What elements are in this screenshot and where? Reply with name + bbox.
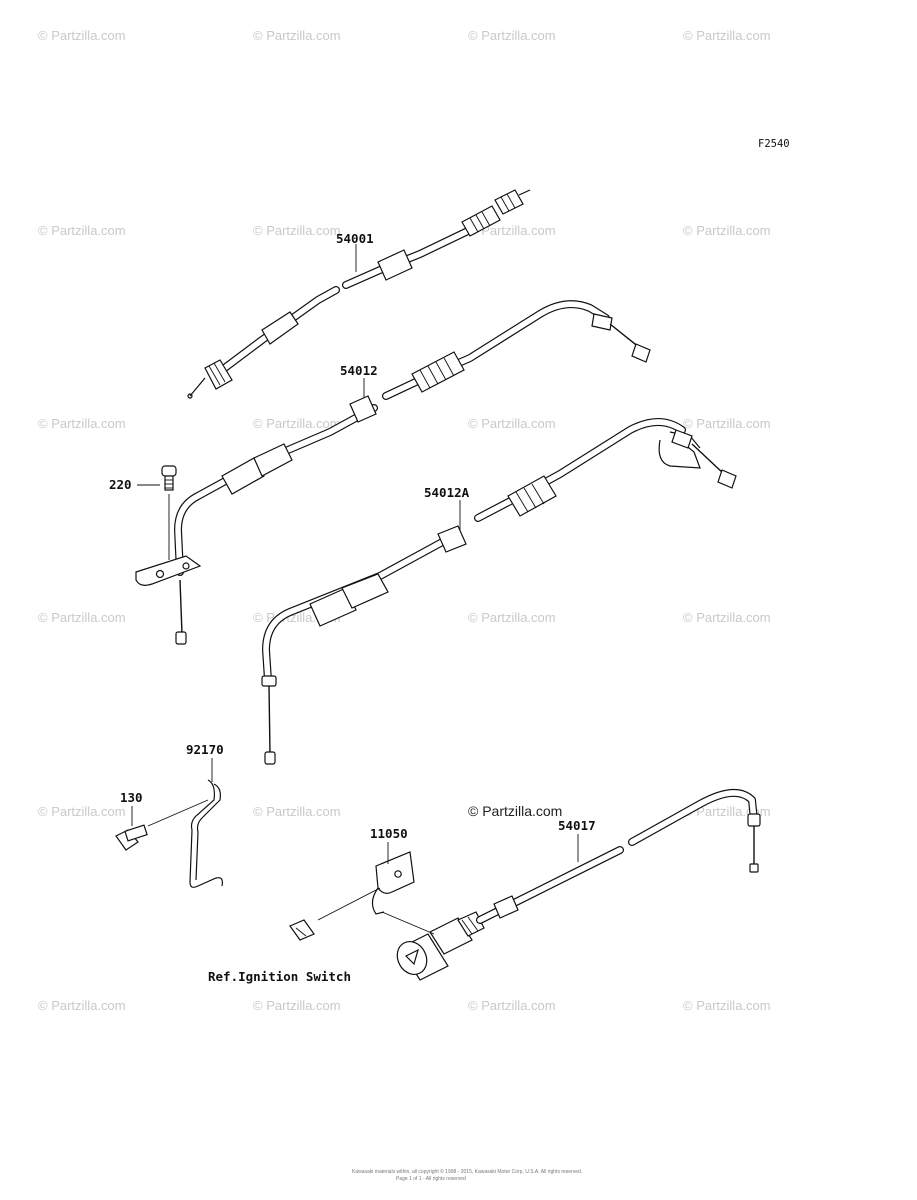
watermark-text: © Partzilla.com	[38, 998, 126, 1013]
watermark-text: © Partzilla.com	[38, 416, 126, 431]
screw-220	[137, 465, 177, 560]
bolt-130	[115, 799, 209, 851]
watermark-text: © Partzilla.com	[468, 416, 556, 431]
watermark-text: © Partzilla.com	[253, 28, 341, 43]
part-label-11050: 11050	[370, 826, 408, 841]
watermark-text: © Partzilla.com	[253, 416, 341, 431]
watermark-text: © Partzilla.com	[38, 28, 126, 43]
watermark-text: © Partzilla.com	[468, 28, 556, 43]
footer-page: Page 1 of 1 - All rights reserved	[396, 1176, 466, 1182]
reference-note: Ref.Ignition Switch	[208, 969, 351, 984]
watermark-text: © Partzilla.com	[683, 416, 771, 431]
cable-54001	[187, 189, 531, 399]
watermark-text: © Partzilla.com	[253, 223, 341, 238]
part-label-54012: 54012	[340, 363, 378, 378]
bracket-92170	[189, 758, 223, 888]
part-label-92170: 92170	[186, 742, 224, 757]
part-label-54017: 54017	[558, 818, 596, 833]
bracket-11050	[289, 842, 415, 941]
part-label-130: 130	[120, 790, 143, 805]
watermark-text: © Partzilla.com	[468, 610, 556, 625]
cable-54012	[135, 300, 651, 645]
watermark-text: © Partzilla.com	[253, 998, 341, 1013]
cable-54012A	[261, 418, 737, 765]
footer-copyright: Kawasaki materials within, all copyright…	[352, 1168, 582, 1175]
watermark-text: © Partzilla.com	[683, 610, 771, 625]
watermark-text: © Partzilla.com	[38, 804, 126, 819]
part-label-54001: 54001	[336, 231, 374, 246]
part-label-54012A: 54012A	[424, 485, 470, 500]
watermark-center-text: © Partzilla.com	[468, 803, 562, 819]
cable-54017	[381, 789, 761, 981]
part-label-220: 220	[109, 477, 132, 492]
figure-code: F2540	[758, 138, 790, 150]
watermark-text: © Partzilla.com	[38, 223, 126, 238]
watermark-text: © Partzilla.com	[683, 998, 771, 1013]
watermark-text: © Partzilla.com	[683, 28, 771, 43]
watermark-text: © Partzilla.com	[468, 223, 556, 238]
watermark-text: © Partzilla.com	[38, 610, 126, 625]
watermark-text: © Partzilla.com	[468, 998, 556, 1013]
watermark-text: © Partzilla.com	[683, 223, 771, 238]
watermark-text: © Partzilla.com	[253, 804, 341, 819]
